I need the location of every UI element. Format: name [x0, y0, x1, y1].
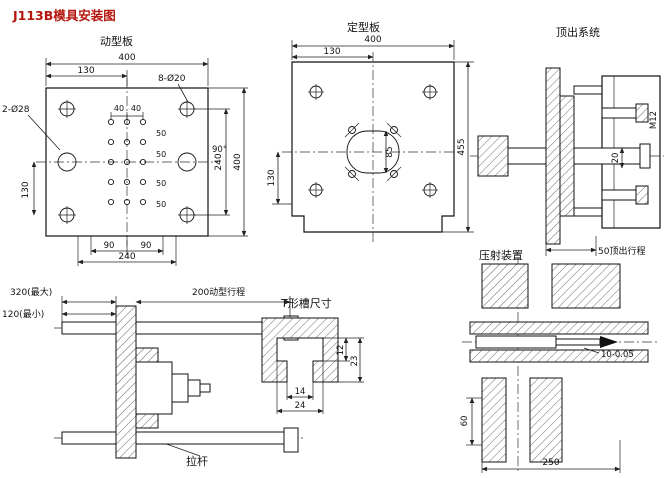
dim-mp-top-130: 130	[77, 66, 94, 76]
base-block-left	[481, 377, 507, 463]
corner-bolt-holes	[58, 100, 196, 224]
plunger	[475, 335, 557, 349]
dim-ej-stroke: 50顶出行程	[598, 245, 645, 257]
dim-mp-40b: 40	[131, 104, 141, 113]
guide-pin-bottom	[573, 207, 603, 217]
dim-mp-bottom-90a: 90	[104, 241, 115, 251]
fixed-platen-corner-holes	[308, 84, 438, 198]
page-title: J113B模具安装图	[12, 8, 116, 23]
dim-mp-50a: 50	[156, 129, 166, 138]
clamp-bottom	[135, 413, 159, 429]
dim-sv-stroke: 200动型行程	[192, 286, 245, 298]
bolt-top	[601, 107, 637, 119]
mold-step-1	[171, 373, 189, 403]
dim-mp-right-400: 400	[233, 153, 243, 170]
label-moving-platen: 动型板	[100, 34, 133, 48]
dim-ej-20: 20	[611, 153, 621, 164]
dim-mp-width: 400	[118, 53, 135, 63]
retainer-plate	[559, 95, 575, 217]
clamp-top	[135, 347, 159, 363]
dim-mp-left-130: 130	[21, 181, 31, 198]
dim-fp-width: 400	[364, 35, 381, 45]
dim-mp-bottom-90b: 90	[141, 241, 152, 251]
mold-side-view: 320(最大) 120(最小) 200动型行程	[2, 286, 304, 459]
dim-ts-24: 24	[295, 401, 306, 411]
ejection-system-view: M12 20 50顶出行程	[470, 67, 664, 257]
dim-mp-50d: 50	[156, 200, 166, 209]
plunger-rod	[555, 338, 601, 346]
fixed-platen-inner-holes	[344, 122, 402, 182]
center-bolt-head	[639, 143, 651, 169]
mold-block	[135, 361, 173, 415]
dim-ej-m12: M12	[649, 111, 659, 129]
dim-mp-40a: 40	[114, 104, 124, 113]
injection-direction-arrow	[600, 336, 618, 348]
moving-platen-view: 400 130 8-Ø20 2-Ø28 130 40 40 50 50 50 5…	[2, 53, 248, 266]
ejector-plate	[545, 67, 561, 245]
label-tie-rod: 拉杆	[186, 454, 208, 468]
dim-inj-10: 10-0.05	[601, 350, 634, 360]
dim-mp-holes-big: 2-Ø28	[2, 104, 30, 115]
ejector-rod	[507, 147, 547, 165]
fixed-platen-view: 400 130 130 85 455	[267, 35, 474, 244]
guide-holes	[57, 152, 197, 172]
base-block-right	[529, 377, 563, 463]
moving-platen-section	[115, 305, 137, 459]
injection-unit-view: 10-0.05 60 250	[460, 258, 660, 473]
dim-inj-250: 250	[542, 458, 559, 468]
ejector-rod-boss	[477, 135, 509, 177]
dim-mp-bottom-240: 240	[118, 252, 135, 262]
shot-sleeve-top-wall	[469, 321, 649, 335]
label-t-slot: T形槽尺寸	[280, 296, 332, 310]
dim-ts-23: 23	[350, 356, 360, 367]
mount-block-left	[481, 263, 529, 309]
sprue-opening	[346, 130, 400, 174]
dim-sv-max: 320(最大)	[10, 286, 52, 298]
dim-mp-right-240: 240	[214, 153, 224, 170]
dim-mp-holes-small: 8-Ø20	[158, 73, 186, 84]
guide-pin-top	[573, 85, 603, 95]
t-slot-view: 12 23 14 24	[261, 317, 364, 414]
shot-sleeve-bottom-wall	[469, 349, 649, 363]
dim-mp-50c: 50	[156, 179, 166, 188]
dim-fp-left-130: 130	[267, 169, 277, 186]
mold-step-3	[199, 383, 211, 393]
tie-rod-top	[61, 321, 293, 335]
bolt-bottom	[601, 189, 637, 201]
dim-ts-12: 12	[336, 345, 346, 356]
tie-rod-bottom	[61, 431, 293, 445]
mount-block-right	[551, 263, 621, 309]
bolt-top-nut	[635, 103, 649, 123]
label-injection-unit: 压射装置	[479, 248, 523, 262]
dim-sv-min: 120(最小)	[2, 309, 44, 320]
label-ejection-system: 顶出系统	[556, 25, 600, 39]
dim-inj-60: 60	[460, 416, 470, 427]
dim-fp-top-130: 130	[323, 47, 340, 57]
bolt-bottom-nut	[635, 185, 649, 205]
mold-step-2	[187, 379, 201, 397]
dim-fp-85: 85	[385, 146, 395, 157]
dim-ts-14: 14	[295, 387, 306, 397]
dim-mp-50b: 50	[156, 150, 166, 159]
dim-mp-angle: 90°	[212, 145, 227, 155]
tie-rod-nut-bottom	[283, 427, 299, 453]
dim-fp-455: 455	[457, 138, 467, 155]
center-tie-bolt	[573, 147, 641, 165]
label-fixed-platen: 定型板	[347, 20, 380, 34]
t-slot-section	[261, 317, 339, 383]
